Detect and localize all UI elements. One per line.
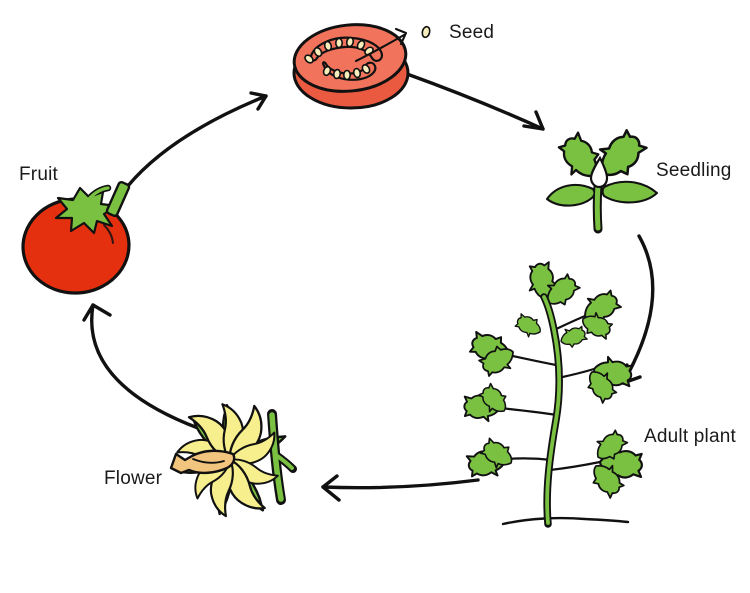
arrow-flower-to-fruit bbox=[82, 303, 200, 430]
seedling-illustration bbox=[545, 124, 659, 234]
adult-plant-illustration bbox=[462, 260, 645, 528]
label-seedling: Seedling bbox=[656, 160, 732, 181]
seed-illustration bbox=[421, 25, 431, 39]
label-fruit: Fruit bbox=[19, 164, 58, 185]
seed-callout bbox=[354, 25, 431, 63]
tomato-highlight bbox=[103, 224, 114, 244]
label-seed: Seed bbox=[449, 22, 495, 43]
label-flower: Flower bbox=[104, 468, 163, 489]
arrow-adult-plant-to-flower bbox=[321, 474, 480, 502]
adult-plant-leaves bbox=[462, 260, 645, 501]
seedling-cotyledon-left bbox=[545, 183, 596, 207]
seed-callout-arrow bbox=[354, 33, 406, 63]
seedling-seed-coat bbox=[589, 155, 609, 189]
arrow-seedling-to-adult-plant bbox=[621, 234, 655, 385]
label-adult-plant: Adult plant bbox=[644, 426, 736, 447]
sliced-tomato-illustration bbox=[292, 23, 431, 110]
flower-illustration bbox=[169, 403, 297, 518]
tomato-calyx bbox=[54, 186, 119, 235]
cut-stalk-piece bbox=[105, 180, 131, 218]
tomato-slice-face bbox=[292, 23, 408, 93]
fruit-illustration bbox=[21, 180, 131, 295]
arrow-fruit-to-seed bbox=[125, 91, 268, 189]
ground-line bbox=[501, 516, 630, 526]
seedling-cotyledon-right bbox=[601, 180, 659, 204]
arrow-seed-to-seedling bbox=[405, 72, 545, 131]
